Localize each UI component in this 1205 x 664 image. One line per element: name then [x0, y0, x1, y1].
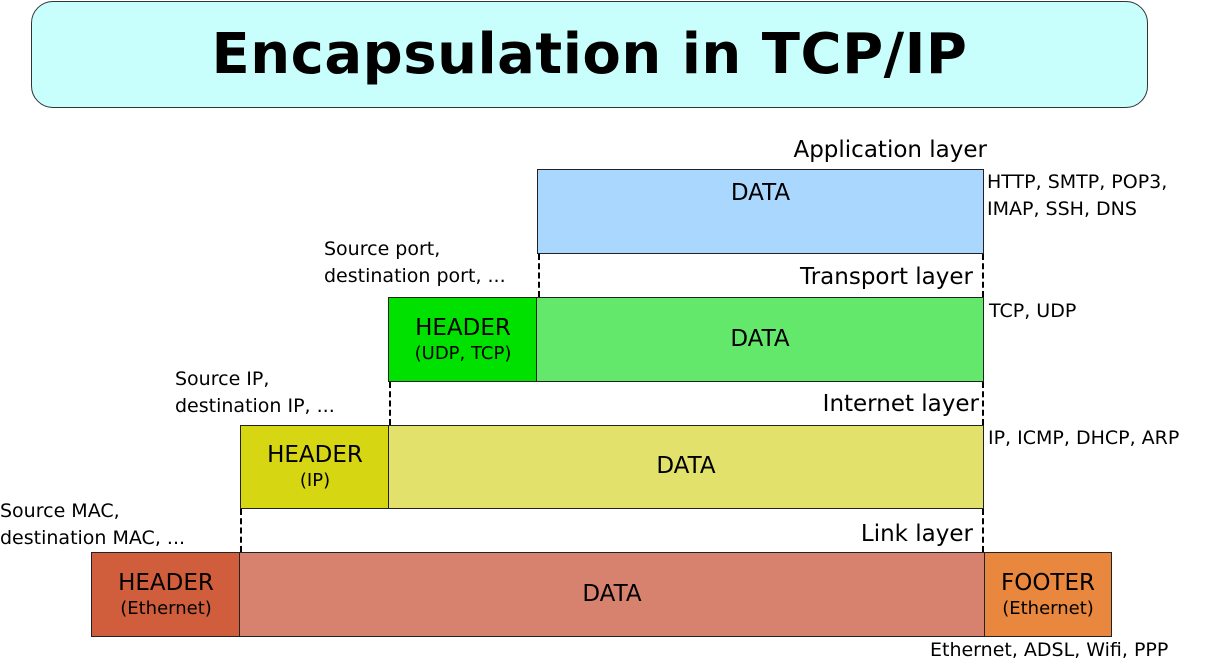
- guide-line-left: [389, 382, 391, 425]
- link-header-block: HEADER (Ethernet): [91, 552, 241, 637]
- guide-line-left: [240, 509, 242, 552]
- transport-header-block: HEADER (UDP, TCP): [388, 297, 538, 382]
- link-footer-sub: (Ethernet): [1002, 597, 1094, 619]
- application-protocols-line1: HTTP, SMTP, POP3,: [987, 171, 1168, 193]
- link-note-line2: destination MAC, ...: [0, 527, 186, 549]
- internet-data-label: DATA: [656, 453, 716, 480]
- link-data-block: DATA: [239, 552, 985, 637]
- internet-protocols: IP, ICMP, DHCP, ARP: [988, 427, 1180, 449]
- internet-layer-label: Internet layer: [822, 391, 979, 417]
- link-layer-label: Link layer: [860, 521, 973, 547]
- guide-line-left: [538, 254, 540, 297]
- diagram-title: Encapsulation in TCP/IP: [211, 22, 968, 87]
- transport-data-block: DATA: [536, 297, 984, 382]
- link-footer-label: FOOTER: [1001, 569, 1095, 596]
- application-layer-label: Application layer: [793, 137, 987, 163]
- transport-note-line2: destination port, ...: [324, 265, 506, 287]
- guide-line-right: [982, 509, 984, 552]
- guide-line-right: [982, 254, 984, 297]
- transport-header-sub: (UDP, TCP): [414, 342, 512, 364]
- transport-protocols: TCP, UDP: [989, 300, 1077, 322]
- internet-header-sub: (IP): [299, 470, 331, 491]
- application-protocols-line2: IMAP, SSH, DNS: [987, 198, 1137, 220]
- internet-note-line2: destination IP, ...: [175, 395, 335, 417]
- internet-header-block: HEADER (IP): [240, 425, 390, 509]
- transport-layer-label: Transport layer: [800, 264, 973, 290]
- link-data-label: DATA: [582, 580, 642, 607]
- title-banner: Encapsulation in TCP/IP: [31, 1, 1148, 108]
- guide-line-right: [982, 382, 984, 425]
- internet-header-label: HEADER: [267, 442, 363, 469]
- transport-header-label: HEADER: [415, 314, 511, 341]
- application-protocols: HTTP, SMTP, POP3, IMAP, SSH, DNS: [987, 169, 1167, 223]
- link-protocols: Ethernet, ADSL, Wifi, PPP: [930, 639, 1169, 661]
- link-header-sub: (Ethernet): [120, 597, 212, 619]
- link-footer-block: FOOTER (Ethernet): [984, 552, 1112, 637]
- application-data-block: DATA: [537, 169, 984, 254]
- internet-note-line1: Source IP,: [175, 368, 270, 390]
- link-note-line1: Source MAC,: [0, 500, 120, 522]
- internet-header-note: Source IP, destination IP, ...: [175, 366, 335, 420]
- transport-note-line1: Source port,: [324, 238, 441, 260]
- transport-header-note: Source port, destination port, ...: [324, 236, 506, 290]
- internet-data-block: DATA: [388, 425, 984, 509]
- link-header-label: HEADER: [118, 569, 214, 596]
- application-data-label: DATA: [730, 180, 791, 206]
- transport-data-label: DATA: [730, 325, 790, 352]
- link-header-note: Source MAC, destination MAC, ...: [0, 498, 185, 552]
